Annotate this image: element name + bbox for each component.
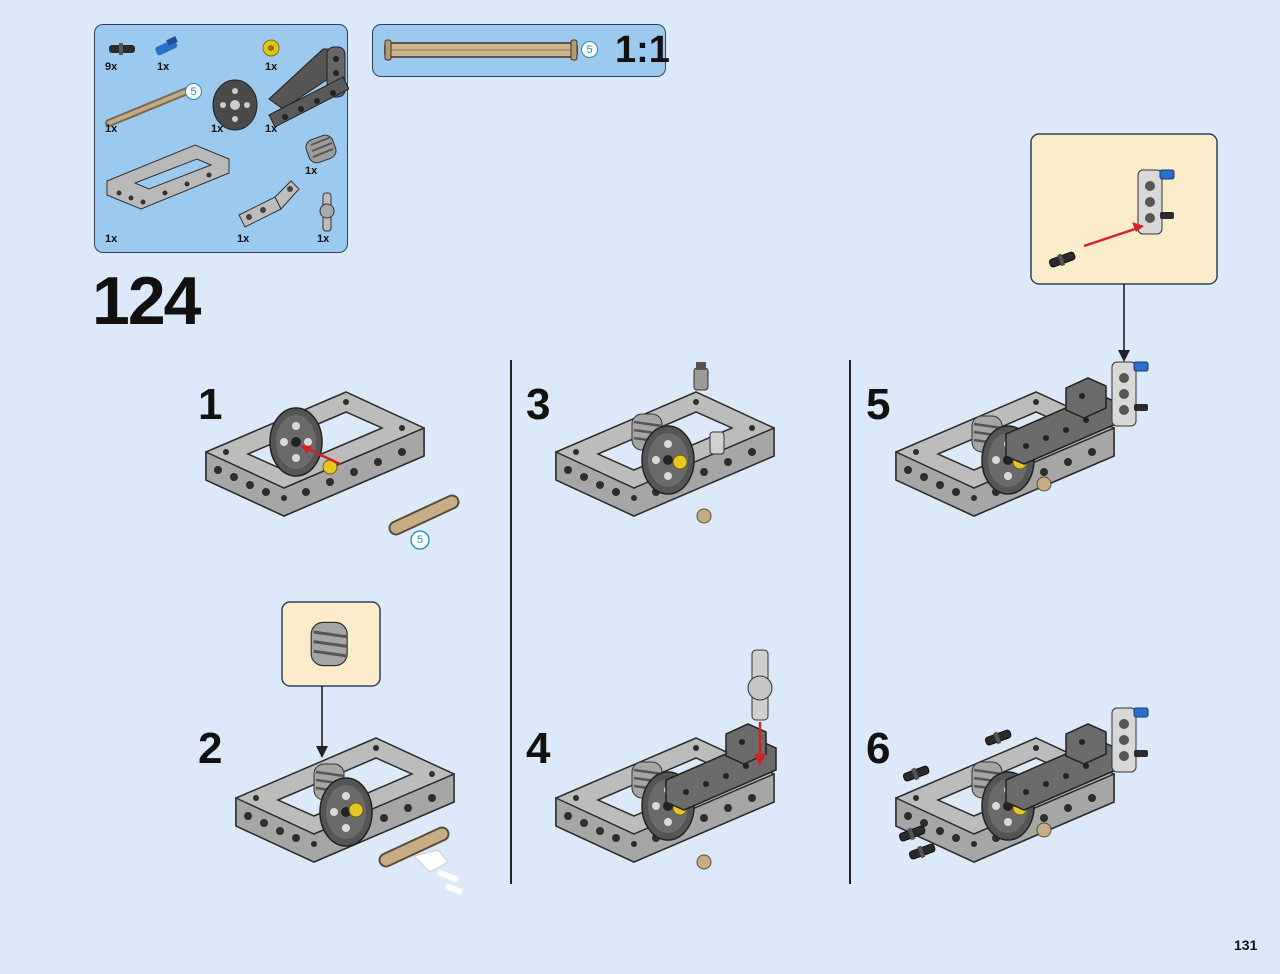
substep-5-illustration (895, 133, 1218, 517)
substep-2-illustration (235, 601, 464, 895)
substep-number: 3 (526, 380, 551, 429)
substep-4-illustration (555, 649, 777, 870)
part-qty: 1x (317, 233, 330, 245)
part-qty: 1x (105, 123, 118, 135)
part-qty: 1x (265, 61, 278, 73)
axle-length-badge: 5 (416, 534, 424, 546)
scale-label: 1:1 (615, 29, 670, 71)
part-qty: 1x (157, 61, 170, 73)
scale-reference-box: 5 1:1 (372, 24, 670, 77)
worm-gear-icon (305, 134, 337, 164)
part-qty: 1x (211, 123, 224, 135)
axle-length-badge: 5 (185, 83, 202, 100)
axle-length-badge: 5 (581, 41, 598, 58)
part-qty: 1x (105, 233, 118, 245)
blue-axle-pin-icon (155, 36, 178, 56)
substep-number: 1 (198, 380, 223, 429)
substep-number: 5 (866, 380, 891, 429)
substep-6-illustration (895, 707, 1149, 863)
page-number: 131 (1234, 937, 1258, 953)
substep-number: 6 (866, 724, 891, 773)
substep-number: 4 (526, 724, 551, 773)
axle-joiner-icon (319, 192, 335, 232)
pulley-wheel-icon (212, 79, 258, 131)
column-divider (510, 360, 512, 884)
substep-1-illustration (205, 391, 452, 528)
open-frame-icon (106, 144, 230, 210)
part-qty: 1x (237, 233, 250, 245)
substep-3-illustration (555, 362, 775, 524)
black-friction-pin-icon (109, 43, 135, 55)
step-number: 124 (92, 263, 201, 339)
column-divider (849, 360, 851, 884)
part-qty: 1x (305, 165, 318, 177)
axle-5-actual-size-icon (384, 39, 578, 61)
parts-list-illustrations (105, 36, 349, 232)
l-beam-dark-icon (268, 46, 349, 128)
part-qty: 9x (105, 61, 118, 73)
part-qty: 1x (265, 123, 278, 135)
angled-beam-icon (238, 180, 300, 228)
axle-5-icon (105, 87, 191, 127)
parts-list-panel: 9x 1x 1x 1x 1x 1x 1x 1x 1x 1x 5 (94, 24, 349, 253)
yellow-bushing-icon (262, 39, 280, 57)
substep-number: 2 (198, 724, 223, 773)
